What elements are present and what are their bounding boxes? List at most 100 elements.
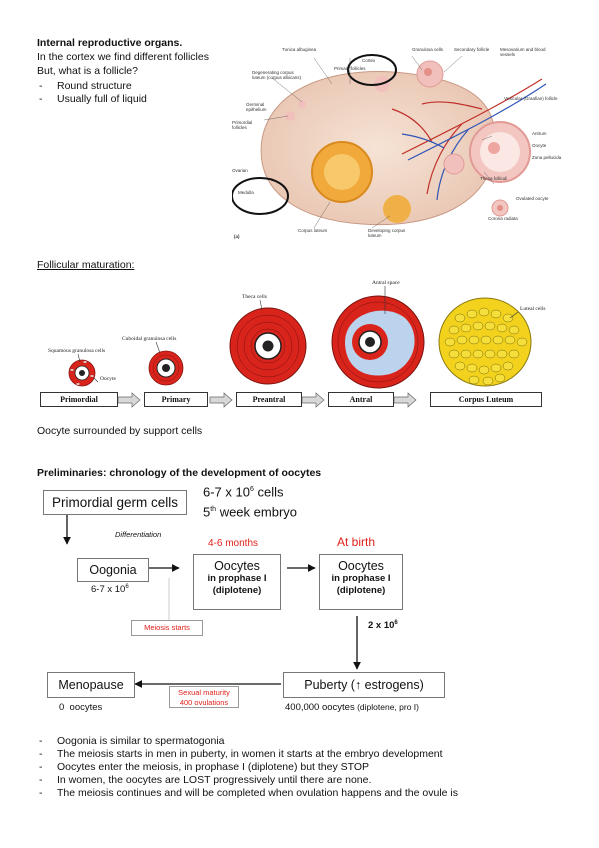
label-medulla: Medulla xyxy=(238,190,254,195)
follicle-caption: Oocyte surrounded by support cells xyxy=(37,425,203,437)
oogonia-count: 6-7 x 106 xyxy=(91,584,129,595)
week-embryo: 5th week embryo xyxy=(203,502,297,520)
label-granulosa: Granulosa cells xyxy=(412,47,444,52)
oocytes-fetal-prophase: in prophase I xyxy=(207,573,267,584)
puberty-count-note: (diplotene, pro I) xyxy=(354,702,419,712)
primordial-germ-cells-label: Primordial germ cells xyxy=(51,495,179,510)
stage-primordial: Primordial xyxy=(40,392,118,407)
section-title-internal-organs: Internal reproductive organs. xyxy=(37,37,183,49)
pgc-count-unit: cells xyxy=(253,484,284,500)
label-luteal-cells: Luteal cells xyxy=(520,306,546,312)
oocytes-fetal-box: Oocytes in prophase I (diplotene) xyxy=(193,554,281,610)
label-corpus-luteum: Corpus luteum xyxy=(298,228,328,233)
label-oocyte: Oocyte xyxy=(100,376,116,382)
menopause-count: 0 oocytes xyxy=(59,702,103,713)
label-degenerating: Degenerating corpus luteum (corpus albic… xyxy=(252,70,302,80)
sexual-maturity-box: Sexual maturity 400 ovulations xyxy=(169,686,239,708)
months-label: 4-6 months xyxy=(208,538,259,549)
cortex-line: In the cortex we find different follicle… xyxy=(37,51,209,63)
bullet-item: In women, the oocytes are LOST progressi… xyxy=(37,774,458,787)
follicle-maturation-figure: Squamous granulosa cells Oocyte Cuboidal… xyxy=(40,278,580,414)
oocytes-birth-diplotene: (diplotene) xyxy=(336,585,386,596)
ovary-illustration xyxy=(231,54,547,229)
menopause-box: Menopause xyxy=(47,672,135,698)
oogonia-label: Oogonia xyxy=(89,563,137,577)
menopause-label: Menopause xyxy=(58,678,124,692)
oocytes-birth-box: Oocytes in prophase I (diplotene) xyxy=(319,554,403,610)
meiosis-starts-box: Meiosis starts xyxy=(131,620,203,636)
label-tunica: Tunica albuginea xyxy=(282,47,317,52)
puberty-label: Puberty (↑ estrogens) xyxy=(304,678,424,692)
label-ovulated: Ovulated oocyte xyxy=(516,196,549,201)
pgc-count-base: 6-7 x 10 xyxy=(203,484,250,500)
primary-follicle xyxy=(148,350,184,386)
chronology-arrows xyxy=(63,515,361,688)
puberty-count-value: 400,000 oocytes xyxy=(285,702,355,713)
sexual-maturity-label: Sexual maturity xyxy=(178,688,230,697)
label-antral-space: Antral space xyxy=(372,280,400,286)
week-number: 5 xyxy=(203,504,211,520)
oocytes-birth-title: Oocytes xyxy=(338,559,384,573)
follicle-bullets: Round structure Usually full of liquid xyxy=(37,80,147,106)
label-squamous-granulosa: Squamous granulosa cells xyxy=(48,348,106,354)
week-text: week embryo xyxy=(216,504,297,520)
stage-preantral: Preantral xyxy=(236,392,302,407)
label-developing: Developing corpus luteum xyxy=(368,228,406,238)
label-zona: Zona pellucida xyxy=(532,155,562,160)
follicle-stages-illustration xyxy=(68,286,532,408)
label-primordial: Primordial follicles xyxy=(232,120,253,130)
primordial-germ-cells-box: Primordial germ cells xyxy=(43,490,187,515)
oogonia-box: Oogonia xyxy=(77,558,149,582)
bullet-item: Oogonia is similar to spermatogonia xyxy=(37,735,458,748)
section-title-chronology: Preliminaries: chronology of the develop… xyxy=(37,467,322,479)
puberty-box: Puberty (↑ estrogens) xyxy=(283,672,445,698)
ovulations-label: 400 ovulations xyxy=(179,698,229,707)
stage-primary: Primary xyxy=(144,392,208,407)
pgc-count-exp: 6 xyxy=(249,486,254,493)
oocyte-chronology-diagram: Primordial germ cells 6-7 x 106 cells 5t… xyxy=(37,482,577,722)
meiosis-starts-label: Meiosis starts xyxy=(144,623,190,632)
label-vesicular: Vesicular (Graafian) follicle xyxy=(504,96,558,101)
label-germinal: Germinal epithelium xyxy=(246,102,267,112)
pgc-count: 6-7 x 106 cells xyxy=(203,482,284,500)
question-line: But, what is a follicle? xyxy=(37,65,138,77)
label-cortex: Cortex xyxy=(362,58,376,63)
stage-corpus-luteum: Corpus Luteum xyxy=(430,392,542,407)
birth-count-exp: 6 xyxy=(394,620,398,626)
birth-count: 2 x 106 xyxy=(368,620,398,631)
label-theca: Theca folliculi xyxy=(480,176,508,181)
puberty-count: 400,000 oocytes (diplotene, pro I) xyxy=(285,702,419,713)
label-corona: Corona radiata xyxy=(488,216,518,221)
oocytes-fetal-title: Oocytes xyxy=(214,559,260,573)
bullet-item: The meiosis starts in men in puberty, in… xyxy=(37,748,458,761)
differentiation-label: Differentiation xyxy=(115,530,162,539)
bullet-item: Oocytes enter the meiosis, in prophase I… xyxy=(37,761,458,774)
label-oocyte: Oocyte xyxy=(532,143,547,148)
antral-follicle xyxy=(331,295,425,389)
panel-label: (a) xyxy=(234,234,240,239)
label-mesovarium: Mesovarium and blood vessels xyxy=(500,47,546,57)
oocytes-fetal-diplotene: (diplotene) xyxy=(212,585,262,596)
ovary-figure: Tunica albuginea Primary follicles Corte… xyxy=(231,44,564,244)
oocytes-birth-prophase: in prophase I xyxy=(331,573,391,584)
label-antrum: Antrum xyxy=(532,131,547,136)
chronology-bullets: Oogonia is similar to spermatogonia The … xyxy=(37,735,458,800)
bullet-item: Usually full of liquid xyxy=(37,93,147,106)
label-secondary: Secondary follicle xyxy=(454,47,490,52)
bullet-item: The meiosis continues and will be comple… xyxy=(37,787,458,800)
birth-count-base: 2 x 10 xyxy=(368,620,395,632)
week-suffix: th xyxy=(210,506,217,513)
label-cuboidal-granulosa: Cuboidal granulosa cells xyxy=(122,336,177,342)
label-ovarian: Ovarian xyxy=(232,168,248,173)
oogonia-count-base: 6-7 x 10 xyxy=(91,584,126,596)
preantral-follicle xyxy=(229,307,307,385)
bullet-item: Round structure xyxy=(37,80,147,93)
section-title-follicular: Follicular maturation: xyxy=(37,259,135,271)
label-primary-follicles: Primary follicles xyxy=(334,66,366,71)
stage-antral: Antral xyxy=(328,392,394,407)
oogonia-count-exp: 6 xyxy=(125,584,129,590)
corpus-luteum xyxy=(438,297,532,387)
at-birth-label: At birth xyxy=(337,535,376,549)
primordial-follicle xyxy=(68,359,96,387)
label-theca-cells: Theca cells xyxy=(242,294,267,300)
